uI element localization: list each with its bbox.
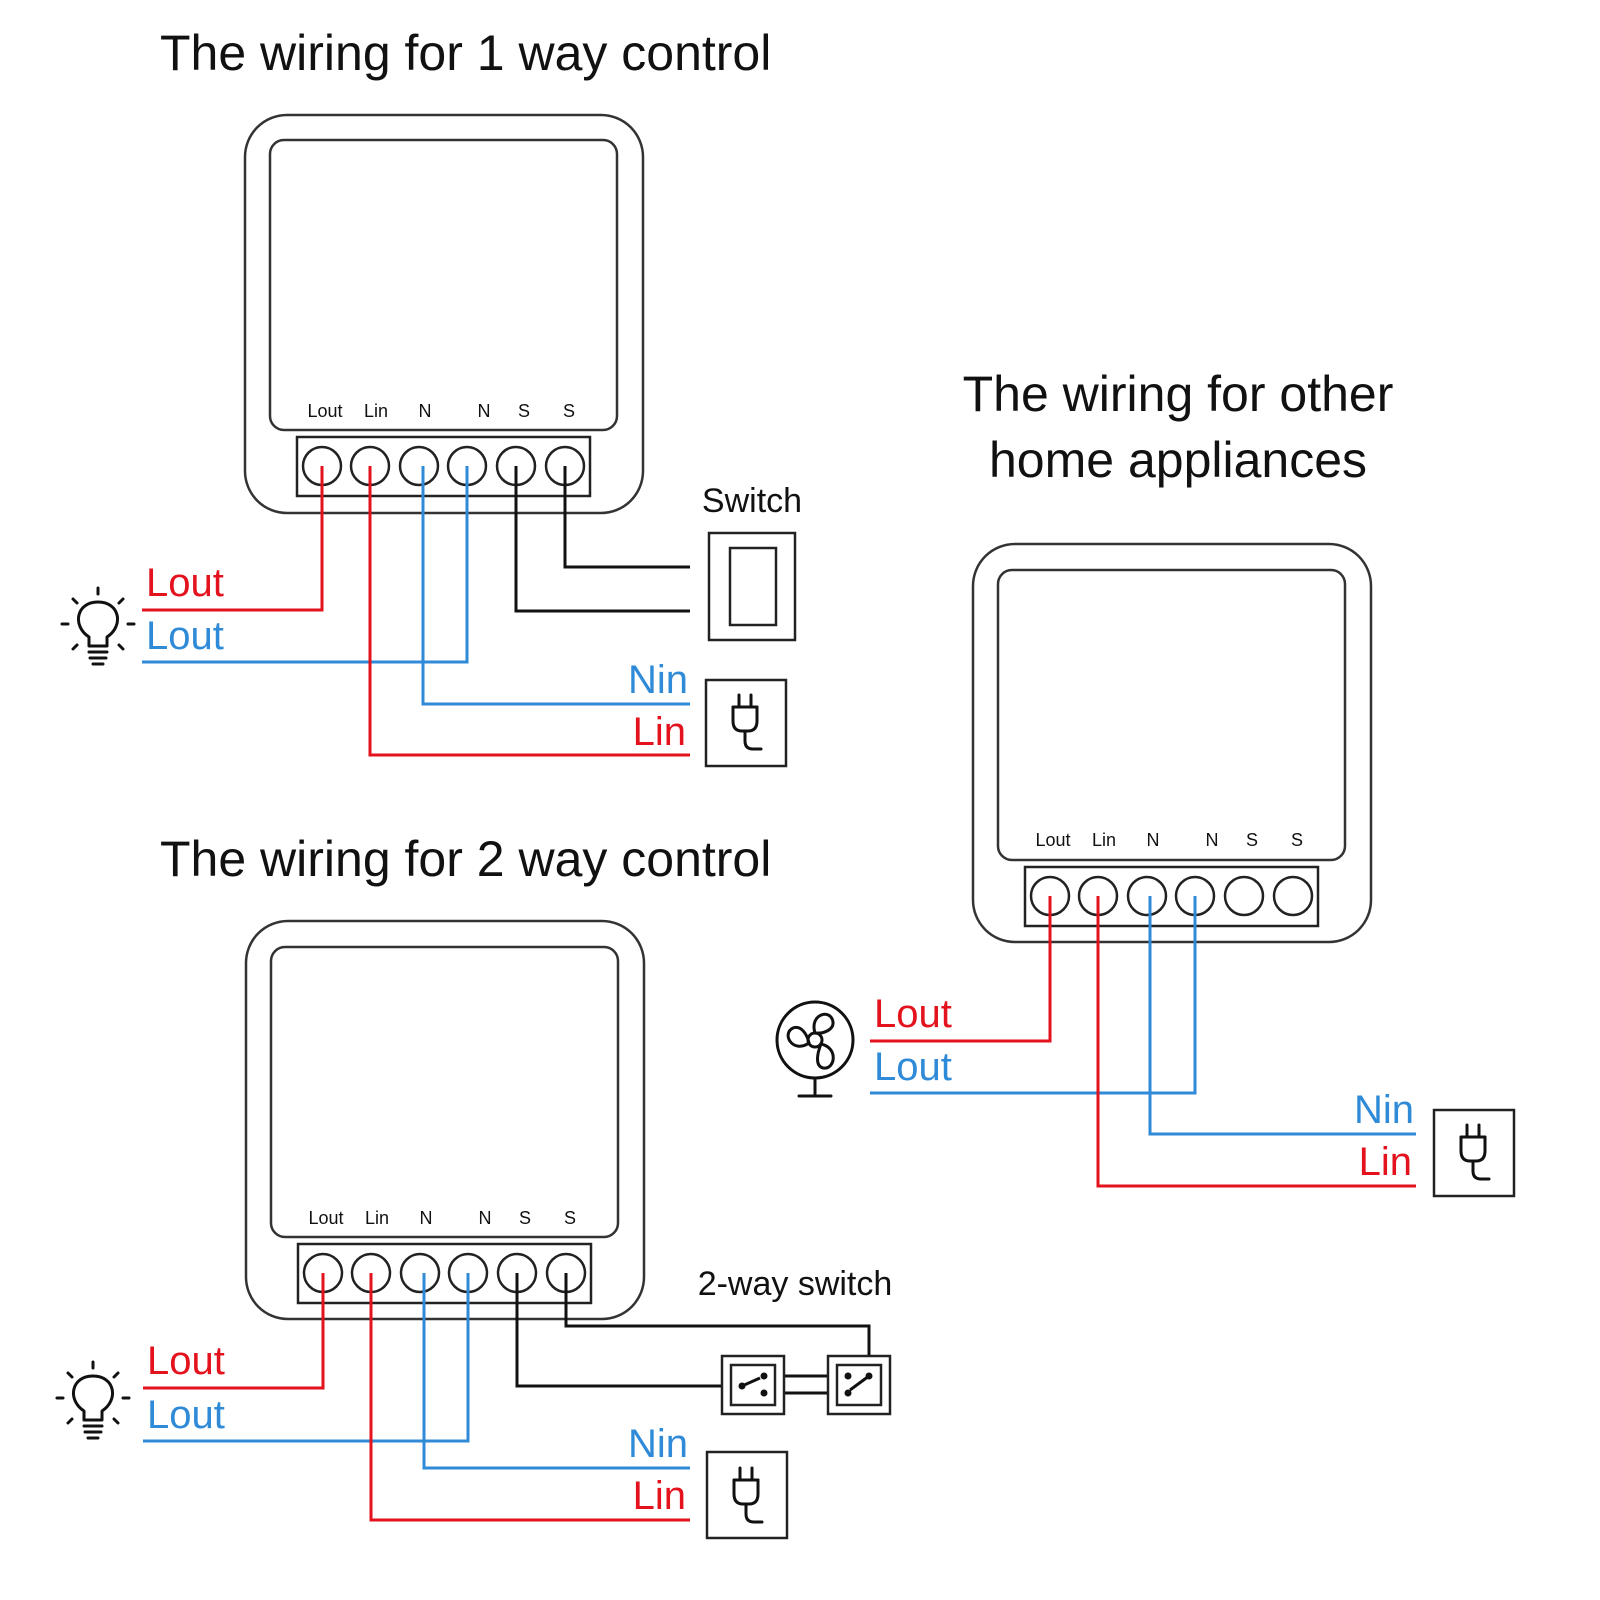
- label-load-live: Lout: [874, 992, 952, 1036]
- terminal-label: N: [479, 1208, 492, 1228]
- two-way-title: The wiring for 2 way control: [160, 831, 771, 887]
- power-outlet: [704, 678, 788, 768]
- terminal-label: S: [519, 1208, 531, 1228]
- terminal-block: [295, 435, 592, 498]
- module-face: [268, 138, 619, 432]
- terminal-label: Lout: [1035, 830, 1070, 850]
- terminal-label: S: [563, 401, 575, 421]
- terminal-label: N: [420, 1208, 433, 1228]
- wire-supply-neutral: [422, 1273, 690, 1470]
- appliance-title-line1: The wiring for other: [963, 366, 1394, 422]
- terminal-label: S: [1291, 830, 1303, 850]
- switch-contact: [844, 1389, 852, 1397]
- switch-inner: [729, 1363, 777, 1407]
- fan-icon: [775, 1000, 855, 1098]
- one-way-module: Lout Lin N N S S: [243, 113, 645, 515]
- label-supply-neutral: Nin: [628, 658, 688, 702]
- two-way-wires: [143, 1273, 871, 1522]
- label-load-live: Lout: [146, 561, 224, 605]
- label-supply-neutral: Nin: [628, 1422, 688, 1466]
- switch-lever: [741, 1376, 761, 1388]
- appliance-wires: [870, 896, 1416, 1188]
- outlet-box: [705, 1450, 789, 1540]
- terminal-screw: [1272, 875, 1314, 917]
- switch-contact: [760, 1389, 768, 1397]
- appliance-section: The wiring for other home appliances Lou…: [775, 366, 1516, 1198]
- terminal-label: N: [478, 401, 491, 421]
- module-face: [269, 945, 620, 1239]
- wire-load-neutral: [143, 1273, 470, 1443]
- two-way-module: Lout Lin N N S S: [244, 919, 646, 1321]
- terminal-screw: [1223, 875, 1265, 917]
- switch-contact: [844, 1372, 852, 1380]
- label-supply-live: Lin: [633, 1474, 686, 1518]
- label-load-neutral: Lout: [147, 1393, 225, 1437]
- label-supply-live: Lin: [633, 710, 686, 754]
- outlet-box: [704, 678, 788, 768]
- terminal-screws: [1029, 875, 1314, 917]
- terminal-label: Lin: [364, 401, 388, 421]
- terminal-label: S: [518, 401, 530, 421]
- terminal-label: N: [1206, 830, 1219, 850]
- terminal-label: Lin: [1092, 830, 1116, 850]
- light-bulb-icon: [55, 1360, 131, 1440]
- wire-supply-live: [369, 1273, 690, 1522]
- label-load-live: Lout: [147, 1339, 225, 1383]
- terminal-label: Lout: [307, 401, 342, 421]
- one-way-section: The wiring for 1 way control Lout Lin N …: [60, 25, 802, 768]
- one-way-title: The wiring for 1 way control: [160, 25, 771, 81]
- switch-lever: [849, 1374, 870, 1392]
- terminal-label: N: [419, 401, 432, 421]
- wire-supply-live: [1096, 896, 1416, 1188]
- switch-contact: [760, 1372, 768, 1380]
- switch-rocker: [728, 546, 778, 627]
- terminal-label: S: [1246, 830, 1258, 850]
- wire-switch-b: [564, 1273, 871, 1374]
- appliance-module: Lout Lin N N S S: [971, 542, 1373, 944]
- terminal-label: N: [1147, 830, 1160, 850]
- terminal-screw: [398, 445, 440, 487]
- wire-switch-a: [514, 466, 690, 613]
- wire-supply-neutral: [1148, 896, 1416, 1136]
- two-way-section: The wiring for 2 way control Lout Lin N …: [55, 831, 893, 1540]
- wire-load-live: [870, 896, 1052, 1043]
- one-way-wires: [142, 466, 690, 757]
- terminal-screw: [399, 1252, 441, 1294]
- wire-switch-b: [563, 466, 690, 569]
- switch-label: Switch: [702, 482, 802, 520]
- label-supply-neutral: Nin: [1354, 1088, 1414, 1132]
- terminal-label: Lout: [308, 1208, 343, 1228]
- appliance-title-line2: home appliances: [989, 432, 1367, 488]
- wire-load-live: [142, 466, 324, 612]
- wire-supply-live: [368, 466, 690, 757]
- label-supply-live: Lin: [1359, 1140, 1412, 1184]
- two-way-switch-label: 2-way switch: [698, 1265, 893, 1303]
- label-load-neutral: Lout: [146, 614, 224, 658]
- terminal-block: [296, 1242, 593, 1305]
- wire-supply-neutral: [421, 466, 690, 706]
- power-outlet: [1432, 1108, 1516, 1198]
- module-face: [996, 568, 1347, 862]
- outlet-box: [1432, 1108, 1516, 1198]
- label-load-neutral: Lout: [874, 1045, 952, 1089]
- wall-switch: [707, 531, 797, 642]
- power-outlet: [705, 1450, 789, 1540]
- wire-load-live: [143, 1273, 325, 1390]
- two-way-switch-b: [826, 1354, 892, 1416]
- terminal-screw: [1126, 875, 1168, 917]
- two-way-switch-a: [720, 1354, 786, 1416]
- terminal-label: S: [564, 1208, 576, 1228]
- terminal-label: Lin: [365, 1208, 389, 1228]
- light-bulb-icon: [60, 586, 136, 666]
- wire-load-neutral: [142, 466, 469, 664]
- wire-load-neutral: [870, 896, 1197, 1095]
- terminal-block: [1023, 865, 1320, 928]
- wire-switch-a: [515, 1273, 742, 1388]
